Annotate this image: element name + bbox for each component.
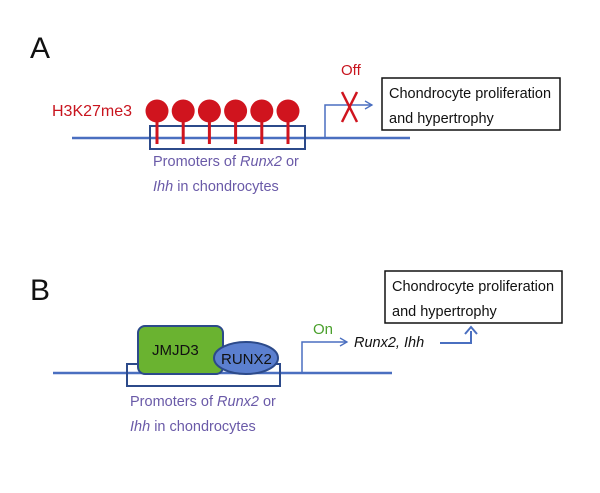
off-status: Off <box>341 62 362 79</box>
tss-arrow-a <box>324 100 374 138</box>
on-status: On <box>313 321 333 338</box>
arrow-head-icon <box>464 325 478 335</box>
mark-head <box>250 99 274 123</box>
promoter-caption-b-line1: Promoters of Runx2 or <box>130 394 276 410</box>
block-x-icon <box>340 91 359 123</box>
h3k27me3-label: H3K27me3 <box>52 103 132 120</box>
target-genes: Runx2, Ihh <box>354 335 424 351</box>
mark-head <box>276 99 300 123</box>
h3k27me3-marks <box>145 99 300 144</box>
outcome-box-a <box>381 77 561 131</box>
runx2-label: RUNX2 <box>221 351 272 368</box>
h3k27me3-mark <box>197 99 221 144</box>
upregulation-arrow <box>440 331 472 344</box>
outcome-a-line2: and hypertrophy <box>389 111 495 127</box>
h3k27me3-mark <box>250 99 274 144</box>
h3k27me3-mark <box>224 99 248 144</box>
panel-b-label: B <box>30 274 50 307</box>
promoter-box-a <box>149 125 306 150</box>
mark-head <box>145 99 169 123</box>
panel-a-label: A <box>30 32 50 65</box>
outcome-box-b <box>384 270 563 324</box>
h3k27me3-mark <box>276 99 300 144</box>
outcome-a-line1: Chondrocyte proliferation <box>389 86 551 102</box>
promoter-caption-a-line1: Promoters of Runx2 or <box>153 154 299 170</box>
outcome-b-line1: Chondrocyte proliferation <box>392 279 554 295</box>
panel-a: A H3K27me3 Off Chondrocyte proliferation… <box>30 32 561 195</box>
promoter-caption-b-line2: Ihh in chondrocytes <box>130 419 256 435</box>
tss-arrow-b <box>301 337 349 373</box>
h3k27me3-mark <box>171 99 195 144</box>
panel-b: B JMJD3 RUNX2 On Runx2, Ihh Chondrocyte … <box>30 270 563 435</box>
promoter-caption-a-line2: Ihh in chondrocytes <box>153 179 279 195</box>
mark-head <box>224 99 248 123</box>
mark-head <box>197 99 221 123</box>
jmjd3-label: JMJD3 <box>152 342 199 359</box>
mark-head <box>171 99 195 123</box>
h3k27me3-mark <box>145 99 169 144</box>
runx2-protein <box>213 341 279 375</box>
outcome-b-line2: and hypertrophy <box>392 304 498 320</box>
